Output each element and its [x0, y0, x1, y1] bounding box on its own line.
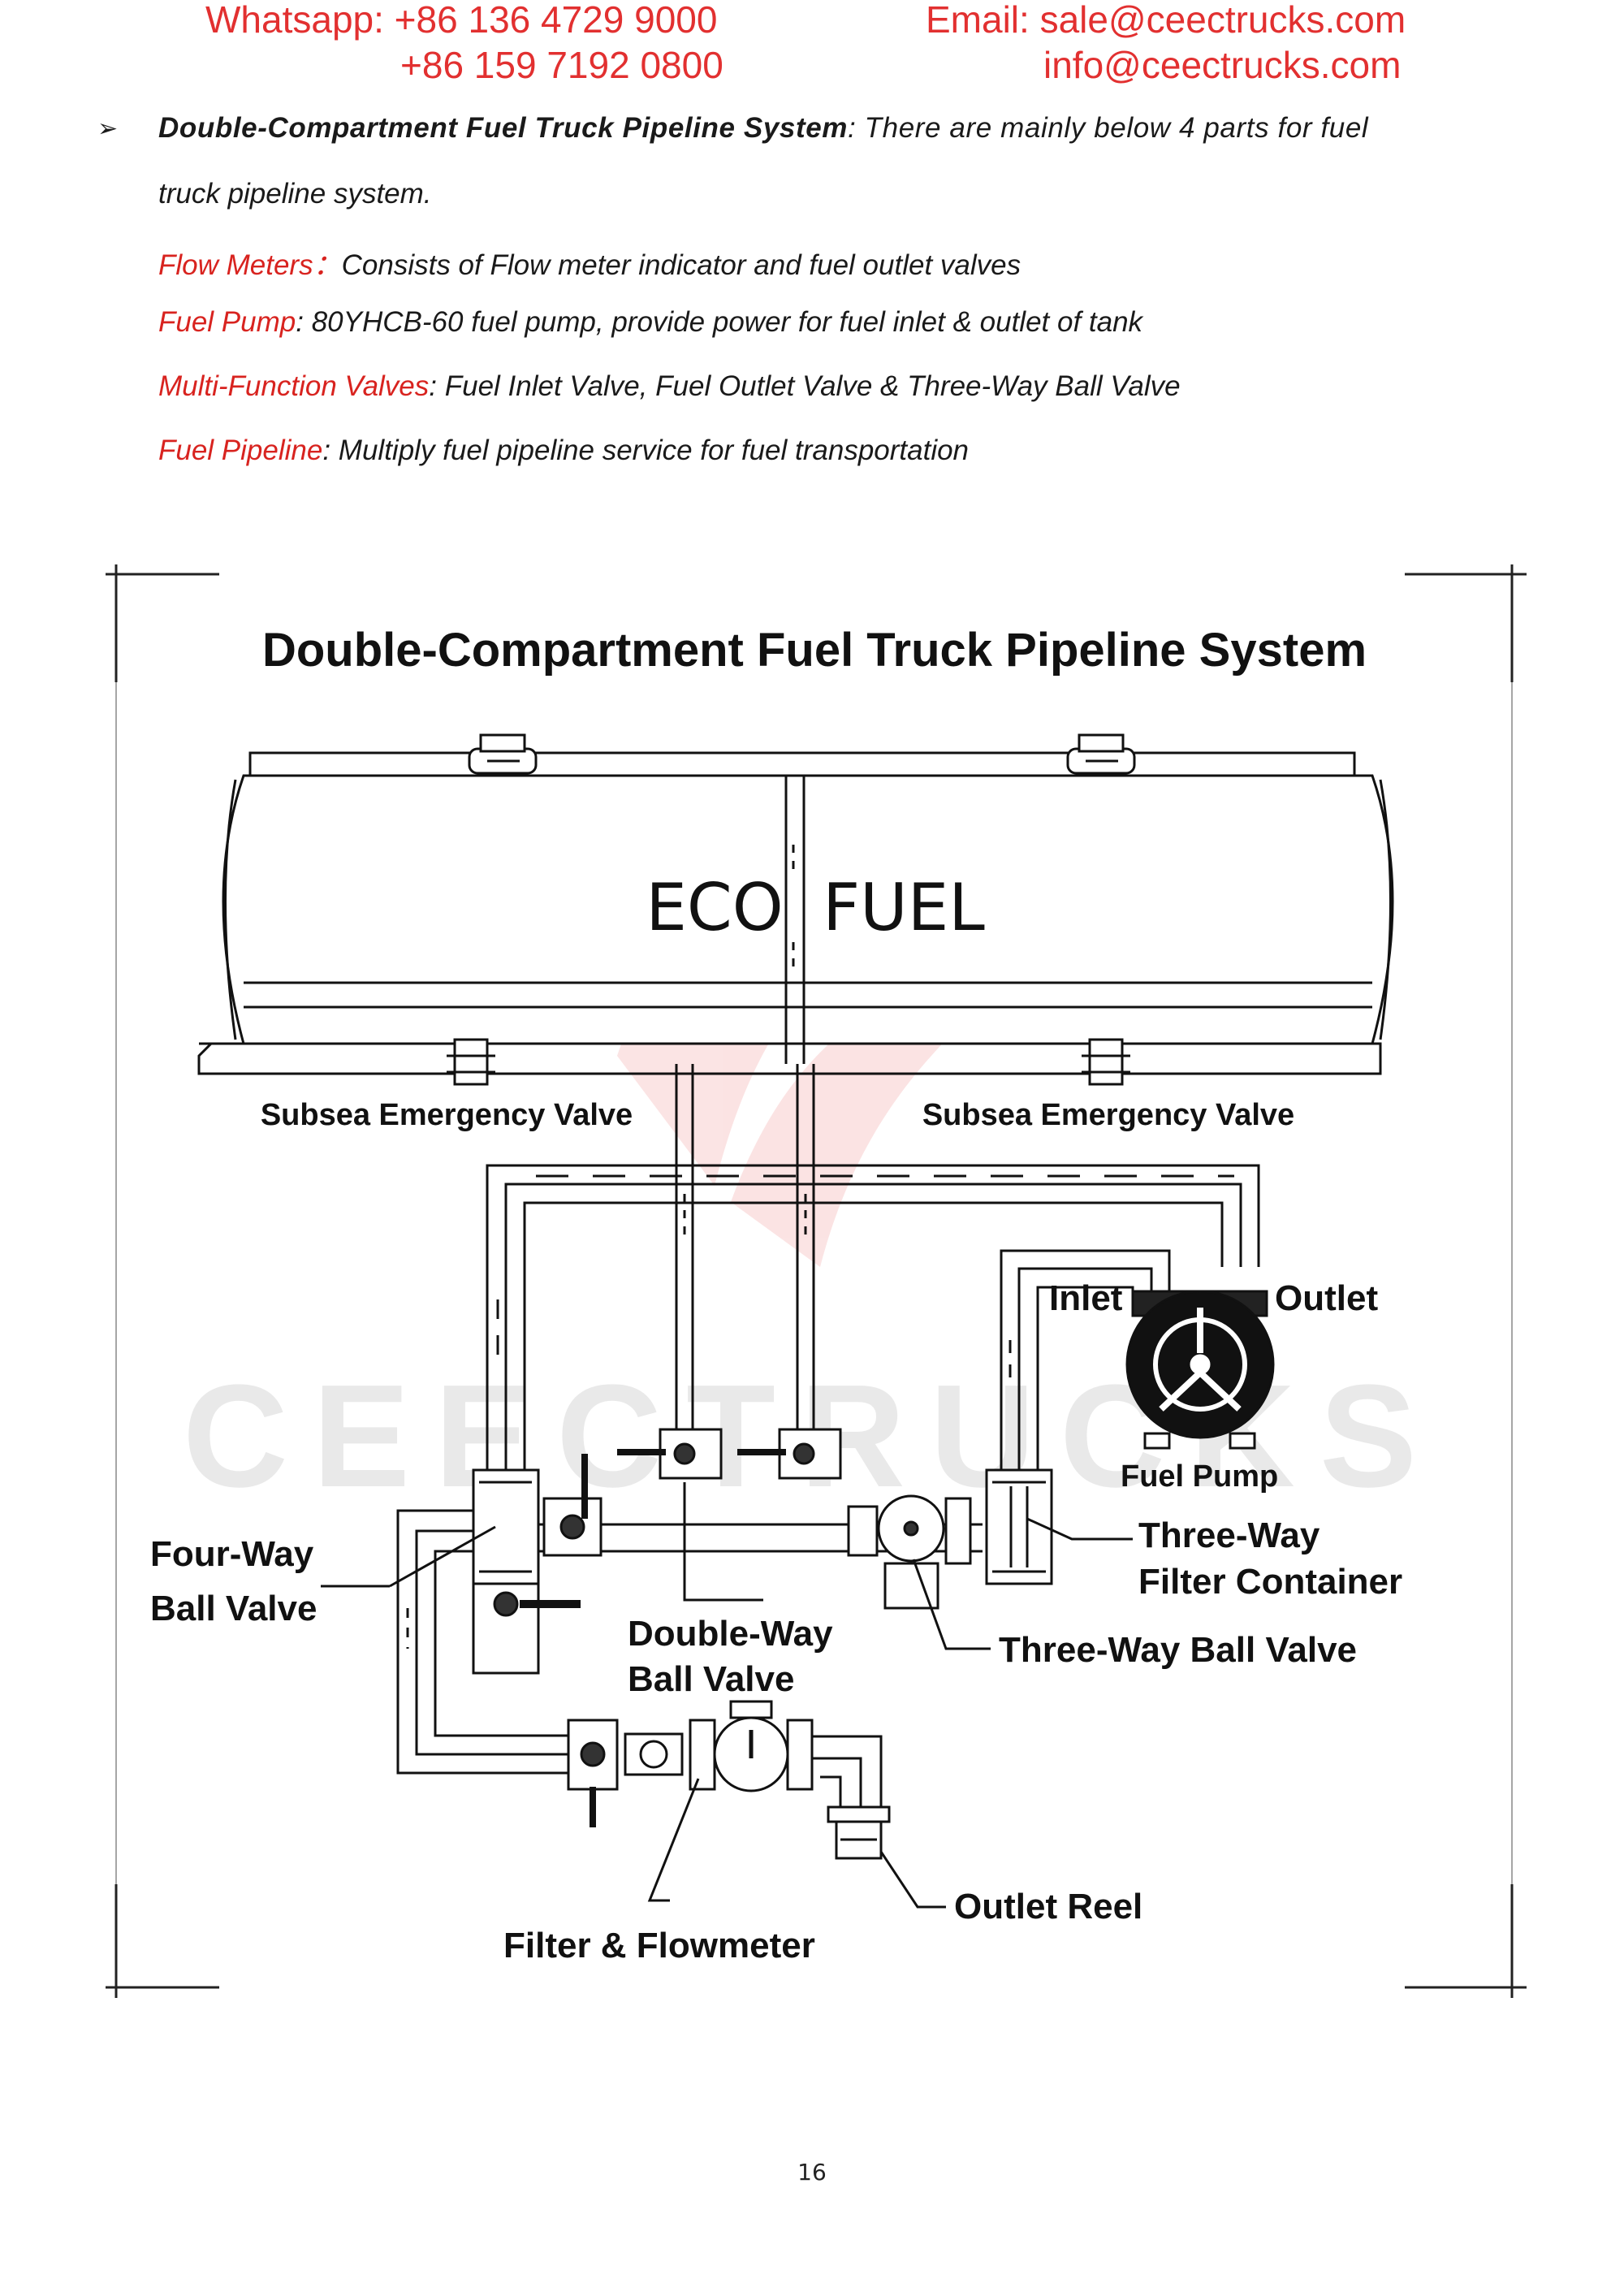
subsea-valve-left-icon — [447, 1038, 495, 1086]
header-email-1: Email: sale@ceectrucks.com — [926, 0, 1406, 41]
page-number: 16 — [797, 2159, 827, 2186]
label-double-way-1: Double-Way — [628, 1614, 833, 1654]
part-fuel-pipeline: Fuel Pipeline: Multiply fuel pipeline se… — [158, 435, 969, 467]
part-separator: : — [429, 370, 438, 402]
part-desc: Consists of Flow meter indicator and fue… — [341, 249, 1021, 281]
manhole-left-icon — [468, 733, 538, 775]
fuel-pump-icon — [1125, 1290, 1275, 1450]
part-flow-meters: Flow Meters：Consists of Flow meter indic… — [158, 242, 1021, 283]
three-way-ball-valve-icon — [847, 1494, 972, 1610]
header-email-2: info@ceectrucks.com — [1043, 44, 1402, 86]
label-outlet-reel: Outlet Reel — [954, 1887, 1142, 1926]
filter-flowmeter-icon — [567, 1700, 814, 1827]
header-whatsapp-1: Whatsapp: +86 136 4729 9000 — [205, 0, 718, 41]
three-way-filter-container-icon — [985, 1468, 1053, 1585]
label-four-way-2: Ball Valve — [150, 1589, 317, 1628]
part-desc: Fuel Inlet Valve, Fuel Outlet Valve & Th… — [437, 370, 1181, 402]
intro-title: Double-Compartment Fuel Truck Pipeline S… — [158, 112, 849, 144]
label-four-way-1: Four-Way — [150, 1534, 314, 1574]
outlet-reel-icon — [827, 1805, 891, 1860]
label-three-way-filter-1: Three-Way — [1138, 1516, 1320, 1555]
bullet-arrow-icon: ➢ — [97, 115, 119, 142]
double-way-ball-valve-icon — [617, 1428, 842, 1480]
part-name: Fuel Pipeline — [158, 435, 323, 466]
subsea-valve-right-icon — [1082, 1038, 1130, 1086]
part-separator: : — [296, 306, 304, 338]
part-separator: : — [322, 435, 331, 466]
part-fuel-pump: Fuel Pump: 80YHCB-60 fuel pump, provide … — [158, 306, 1142, 339]
label-double-way-2: Ball Valve — [628, 1659, 794, 1699]
label-three-way-ball: Three-Way Ball Valve — [999, 1630, 1357, 1670]
four-way-ball-valve-icon — [472, 1454, 603, 1675]
part-name: Fuel Pump — [158, 306, 296, 338]
header-whatsapp-2: +86 159 7192 0800 — [400, 44, 723, 86]
leader-lines — [321, 1482, 1133, 1909]
intro-line-2: truck pipeline system. — [158, 178, 432, 210]
label-three-way-filter-2: Filter Container — [1138, 1562, 1402, 1602]
diagram-frame — [106, 564, 1527, 1998]
manhole-right-icon — [1066, 733, 1136, 775]
label-filter-flowmeter: Filter & Flowmeter — [503, 1926, 815, 1965]
label-subsea-left: Subsea Emergency Valve — [261, 1098, 633, 1132]
intro-line-1: Double-Compartment Fuel Truck Pipeline S… — [158, 112, 1368, 145]
intro-text-1: : There are mainly below 4 parts for fue… — [848, 112, 1369, 144]
part-multi-function-valves: Multi-Function Valves: Fuel Inlet Valve,… — [158, 370, 1181, 403]
tank-label-right: FUEL — [823, 870, 985, 945]
part-name: Multi-Function Valves — [158, 370, 430, 402]
label-fuel-pump: Fuel Pump — [1121, 1459, 1278, 1494]
part-desc: Multiply fuel pipeline service for fuel … — [330, 435, 970, 466]
label-inlet: Inlet — [1049, 1278, 1123, 1318]
label-subsea-right: Subsea Emergency Valve — [922, 1098, 1294, 1132]
label-outlet: Outlet — [1275, 1278, 1378, 1318]
fuel-tank — [197, 751, 1394, 1075]
part-separator: ： — [313, 249, 342, 281]
part-desc: 80YHCB-60 fuel pump, provide power for f… — [303, 306, 1143, 338]
part-name: Flow Meters — [158, 249, 313, 281]
diagram-title: Double-Compartment Fuel Truck Pipeline S… — [262, 624, 1367, 677]
tank-label-left: ECO — [646, 870, 783, 945]
